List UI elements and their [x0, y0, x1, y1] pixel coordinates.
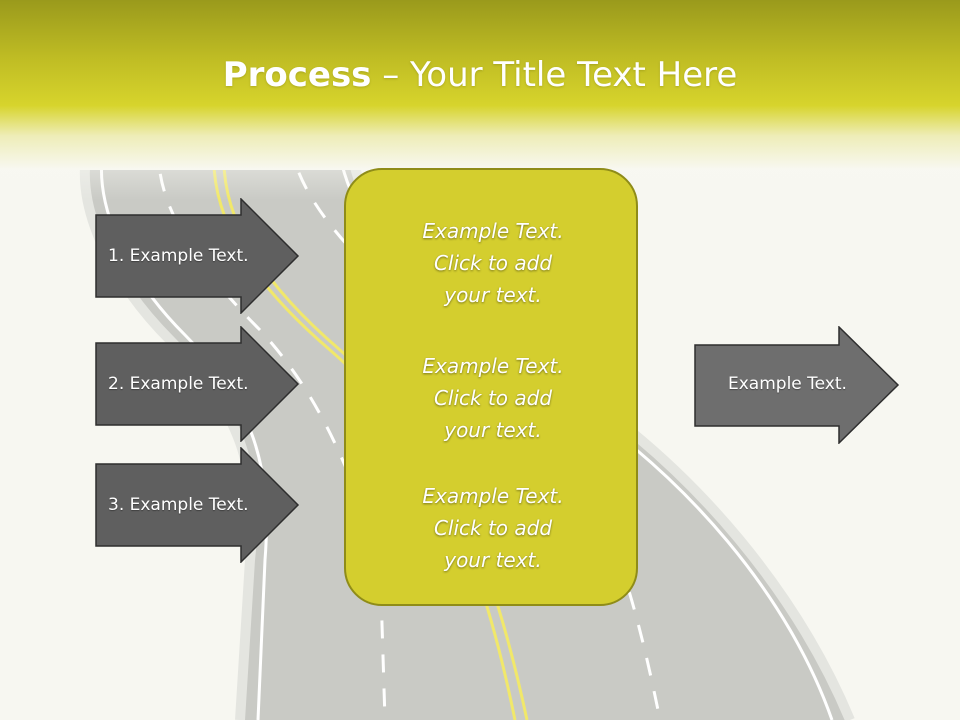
step-arrow-3[interactable]: 3. Example Text.: [95, 447, 300, 563]
step-arrow-2[interactable]: 2. Example Text.: [95, 326, 300, 442]
result-arrow-label: Example Text.: [728, 374, 847, 394]
result-arrow[interactable]: Example Text.: [694, 326, 900, 444]
panel-line: Example Text.: [422, 484, 564, 508]
panel-line: your text.: [444, 418, 542, 442]
panel-line: your text.: [444, 548, 542, 572]
step-arrow-1[interactable]: 1. Example Text.: [95, 198, 300, 314]
panel-line: Click to add: [433, 516, 553, 540]
arrow-shape: [694, 326, 900, 444]
arrow-shape: [95, 198, 300, 314]
panel-text-block-3[interactable]: Example Text. Click to add your text.: [346, 480, 640, 576]
center-text-panel[interactable]: Example Text. Click to add your text. Ex…: [344, 168, 638, 606]
panel-line: Example Text.: [422, 354, 564, 378]
panel-line: Example Text.: [422, 219, 564, 243]
step-arrow-label: 2. Example Text.: [108, 374, 249, 394]
title-bold: Process: [222, 55, 372, 95]
arrow-shape: [95, 326, 300, 442]
slide-title: Process – Your Title Text Here: [0, 52, 960, 98]
panel-text-block-1[interactable]: Example Text. Click to add your text.: [346, 215, 640, 311]
title-rest: – Your Title Text Here: [371, 55, 738, 95]
panel-text-block-2[interactable]: Example Text. Click to add your text.: [346, 350, 640, 446]
panel-line: your text.: [444, 283, 542, 307]
arrow-shape: [95, 447, 300, 563]
step-arrow-label: 3. Example Text.: [108, 495, 249, 515]
panel-line: Click to add: [433, 251, 553, 275]
step-arrow-label: 1. Example Text.: [108, 246, 249, 266]
panel-line: Click to add: [433, 386, 553, 410]
